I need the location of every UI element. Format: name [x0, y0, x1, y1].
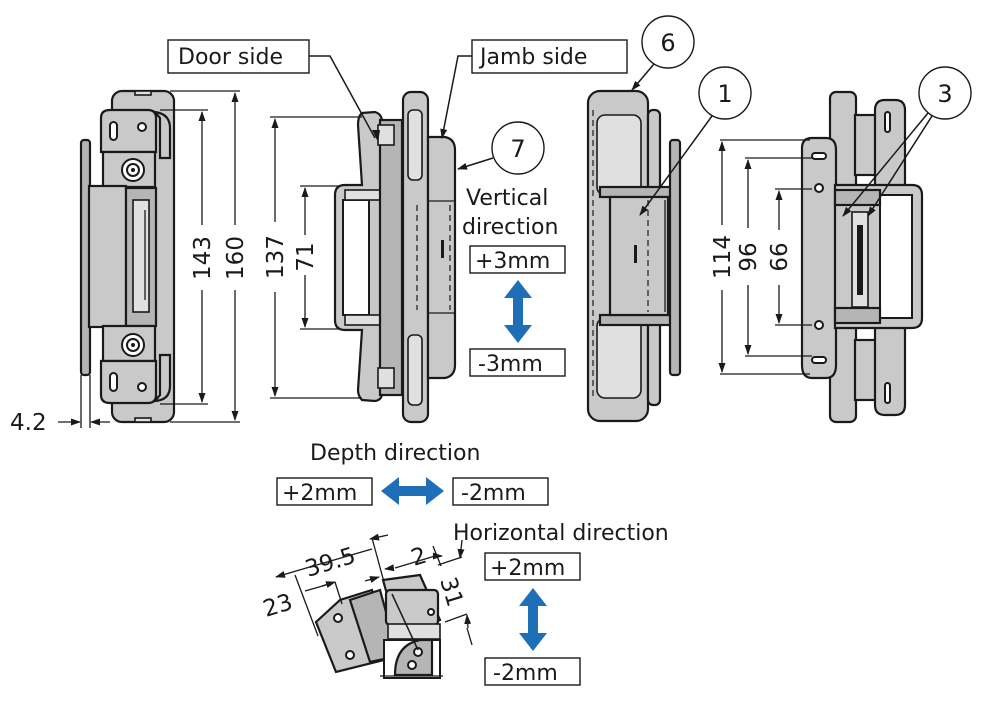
dim-4-2: 4.2 [10, 410, 47, 436]
left-view-hinge [79, 89, 176, 424]
depth-adjustment: Depth direction +2mm -2mm [276, 441, 549, 506]
dim-114: 114 [710, 235, 736, 279]
callout-1: 1 [639, 66, 752, 216]
dim-160: 160 [223, 236, 249, 280]
horizontal-title: Horizontal direction [453, 521, 669, 546]
jamb-side-label: Jamb side [440, 39, 628, 139]
horizontal-minus: -2mm [493, 661, 558, 686]
vertical-title-1: Vertical [466, 186, 548, 211]
dim-96: 96 [736, 242, 762, 271]
dim-66: 66 [767, 242, 793, 271]
dim-137: 137 [263, 235, 289, 279]
left-view-dimensions: 143 160 4.2 [10, 90, 249, 436]
depth-minus: -2mm [461, 481, 526, 506]
svg-text:1: 1 [717, 80, 732, 108]
depth-arrow-icon [381, 477, 444, 505]
horizontal-plus: +2mm [490, 556, 565, 581]
dim-23: 23 [260, 589, 296, 622]
horizontal-adjustment: Horizontal direction +2mm -2mm [453, 521, 669, 686]
dim-31: 31 [434, 574, 467, 610]
side-view-dimensions: 137 71 [263, 116, 362, 399]
depth-plus: +2mm [282, 481, 357, 506]
dim-2: 2 [408, 543, 430, 572]
svg-text:Door side: Door side [178, 45, 283, 70]
callout-7: 7 [457, 121, 545, 175]
vertical-plus: +3mm [475, 249, 550, 274]
vertical-adjustment: Vertical direction +3mm -3mm [462, 186, 566, 377]
callout-6: 6 [631, 15, 695, 91]
svg-text:7: 7 [510, 135, 525, 163]
vertical-arrow-icon [504, 280, 532, 343]
depth-title: Depth direction [310, 441, 480, 466]
callout-3: 3 [842, 66, 972, 217]
door-side-label: Door side [167, 39, 380, 142]
svg-text:6: 6 [660, 29, 675, 57]
svg-text:3: 3 [937, 80, 952, 108]
dim-39-5: 39.5 [302, 543, 359, 583]
top-view-hinge [314, 573, 443, 679]
jamb-view-hinge [586, 89, 682, 423]
vertical-minus: -3mm [478, 352, 543, 377]
horizontal-arrow-icon [519, 588, 547, 651]
right-view-hinge [800, 90, 924, 424]
side-view-hinge [333, 90, 457, 424]
dim-143: 143 [190, 236, 216, 280]
svg-text:Jamb side: Jamb side [478, 45, 587, 70]
vertical-title-2: direction [462, 215, 558, 240]
dim-71: 71 [293, 242, 319, 271]
right-view-dimensions: 114 96 66 [710, 139, 812, 375]
